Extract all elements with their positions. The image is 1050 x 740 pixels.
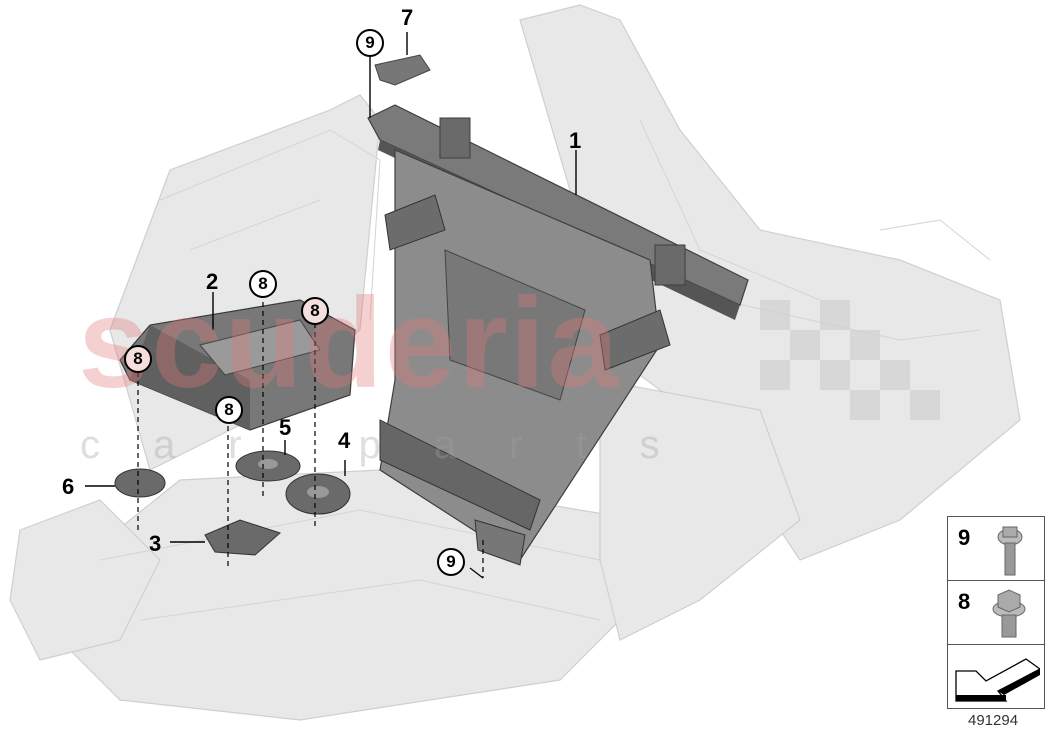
- part-7-bracket: [374, 54, 431, 86]
- callout-7[interactable]: 7: [401, 5, 414, 30]
- torx-flange-bolt-icon: [997, 526, 1023, 576]
- part-3-mount: [204, 519, 281, 556]
- hex-flange-bolt-icon: [992, 589, 1026, 638]
- legend-number: 8: [958, 589, 971, 614]
- watermark-sub: car parts: [80, 423, 713, 467]
- callout-5[interactable]: 5: [279, 415, 292, 440]
- direction-arrow-icon: [955, 658, 1040, 702]
- callout-2[interactable]: 2: [206, 269, 219, 294]
- callout-8-left[interactable]: 8: [124, 345, 152, 373]
- part-6-mount: [114, 468, 166, 498]
- diagram-id: 491294: [968, 712, 1019, 729]
- callout-8-top[interactable]: 8: [249, 270, 277, 298]
- fastener-legend: 9 8: [947, 516, 1045, 709]
- callout-8-right[interactable]: 8: [301, 297, 329, 325]
- callout-9-top[interactable]: 9: [356, 29, 384, 57]
- callout-8-lower[interactable]: 8: [215, 396, 243, 424]
- callout-1[interactable]: 1: [569, 128, 582, 153]
- callout-9-bottom[interactable]: 9: [437, 548, 465, 576]
- legend-item-arrow: [948, 645, 1044, 708]
- legend-item-8[interactable]: 8: [948, 581, 1044, 645]
- watermark-main: scuderia: [78, 272, 621, 415]
- callout-3[interactable]: 3: [149, 531, 162, 556]
- callout-6[interactable]: 6: [62, 474, 75, 499]
- legend-item-9[interactable]: 9: [948, 517, 1044, 581]
- callout-4[interactable]: 4: [338, 428, 351, 453]
- legend-number: 9: [958, 525, 971, 550]
